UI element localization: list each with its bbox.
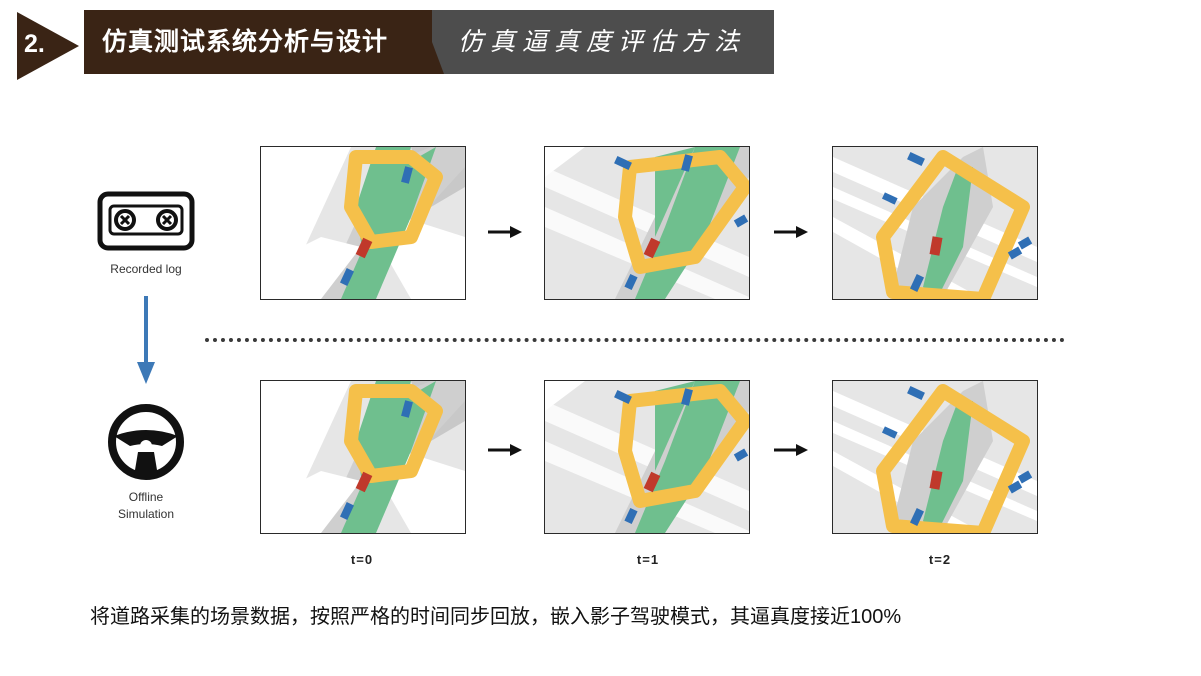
recorded-log-block: Recorded log [96,190,196,280]
caption-text: 将道路采集的场景数据，按照严格的时间同步回放，嵌入影子驾驶模式，其逼真度接近10… [90,606,902,628]
steering-wheel-icon [108,404,184,480]
section-number: 2. [24,30,45,58]
flow-arrow-shaft [144,296,148,366]
cassette-icon [97,191,195,251]
simulation-frame-t1 [544,380,750,534]
recorded-frame-t0 [260,146,466,300]
page-subtitle: 仿真逼真度评估方法 [458,27,747,56]
time-label-t2: t=2 [928,552,952,567]
flow-arrow-head [137,362,155,384]
offline-label-line2: Simulation [117,507,175,521]
recorded-log-label: Recorded log [110,262,182,276]
arrow-right-icon [774,444,808,456]
row-separator [205,338,1065,342]
offline-simulation-block: Offline Simulation [100,402,192,532]
subtitle-bar: 仿真逼真度评估方法 [432,10,774,74]
recorded-frame-t1 [544,146,750,300]
page-title: 仿真测试系统分析与设计 [102,28,389,56]
simulation-frame-t0 [260,380,466,534]
time-label-t1: t=1 [636,552,660,567]
arrow-right-icon [774,226,808,238]
arrow-right-icon [488,226,522,238]
simulation-frame-t2 [832,380,1038,534]
time-label-t0: t=0 [350,552,374,567]
title-bar: 仿真测试系统分析与设计 [84,10,444,74]
arrow-right-icon [488,444,522,456]
recorded-frame-t2 [832,146,1038,300]
offline-label-line1: Offline [128,490,164,504]
title-divider [420,10,444,74]
section-marker [17,12,79,80]
